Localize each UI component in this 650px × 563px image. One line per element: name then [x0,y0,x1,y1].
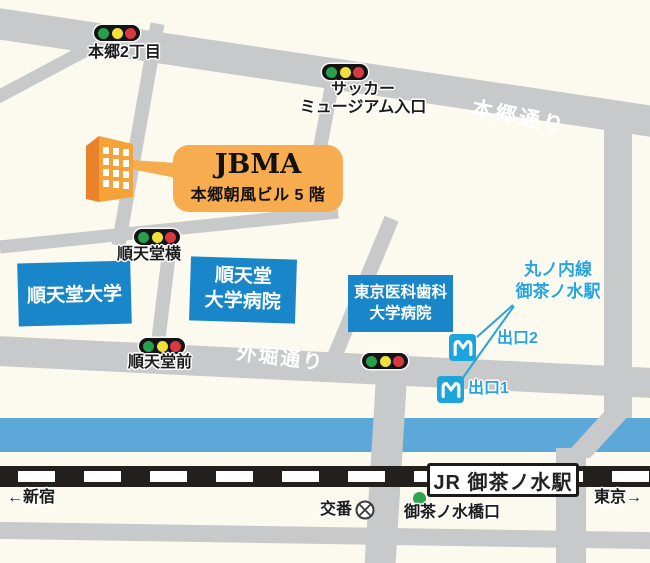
signal-red-light [165,231,176,243]
signal-red-light [393,355,404,367]
jbma-callout: JBMA 本郷朝風ビル 5 階 [173,145,343,212]
signal-yellow-light [151,231,163,243]
signal-green-light [143,340,154,352]
road-hijiri-street-upper [604,126,632,430]
jr-exit-gate-label: 御茶ノ水橋口 [404,504,501,521]
facility-label: 順天堂大学 [26,283,123,308]
jbma-name: JBMA [214,149,302,180]
signal-yellow-light [339,66,351,78]
signal-label-juntendo-yoko: 順天堂横 [117,246,182,263]
metro-exit2-label: 出口2 [497,330,538,347]
traffic-signal-icon [322,64,368,80]
jbma-pointer-tail [131,160,176,178]
signal-red-light [170,340,181,352]
signal-red-light [353,66,364,78]
traffic-signal-icon [134,229,180,245]
signal-label-soccer-museum: サッカー ミュージアム入口 [297,81,429,116]
signal-green-light [98,27,109,39]
koban-label: 交番 [320,501,352,519]
signal-red-light [125,27,136,39]
signal-green-light [366,355,377,367]
koban-text: 交番 [320,501,353,518]
facility-label-line2: 大学病院 [204,289,281,314]
metro-station-label: 丸ノ内線 御茶ノ水駅 [503,259,613,302]
metro-exit1-marker [437,376,464,403]
kanda-river [0,418,650,452]
facility-juntendo-university: 順天堂大学 [17,260,132,327]
signal-green-light [138,231,149,243]
railway-ties [0,471,650,482]
facility-label-line1: 東京医科歯科 [353,283,447,301]
metro-exit2-marker [449,334,476,361]
building-icon [86,136,133,202]
traffic-signal-icon [139,338,185,354]
traffic-signal-icon [362,353,408,369]
hijiri-bridge-jog [562,412,632,458]
signal-label-line2: ミュージアム入口 [299,98,427,116]
koban-icon [355,500,375,520]
station-exit-dot [413,492,426,505]
signal-yellow-light [156,340,168,352]
signal-label-line1: サッカー [330,81,395,98]
direction-shinjuku-label: ←新宿 [7,489,56,506]
signal-label-juntendo-mae: 順天堂前 [128,354,193,371]
direction-tokyo-label: 東京→ [594,489,643,506]
signal-green-light [326,66,337,78]
metro-exit1-label: 出口1 [468,380,509,397]
metro-logo-icon [441,381,460,398]
metro-logo-icon [453,339,472,356]
signal-yellow-light [111,27,123,39]
facility-juntendo-hospital: 順天堂 大学病院 [189,256,297,324]
jr-station-box: JR 御茶ノ水駅 [427,463,579,497]
signal-yellow-light [379,355,391,367]
facility-label-line1: 順天堂 [214,265,273,289]
facility-tmd-hospital: 東京医科歯科 大学病院 [348,275,453,332]
metro-line-name: 丸ノ内線 [524,260,592,279]
jr-station-name: JR 御茶ノ水駅 [433,471,573,494]
traffic-signal-icon [94,25,140,41]
signal-label-hongo-2chome: 本郷2丁目 [88,44,161,61]
metro-station-name: 御茶ノ水駅 [515,281,601,301]
facility-label-line2: 大学病院 [369,304,432,322]
metro-connector-lines [461,304,515,380]
jbma-building-name: 本郷朝風ビル 5 階 [190,187,326,204]
